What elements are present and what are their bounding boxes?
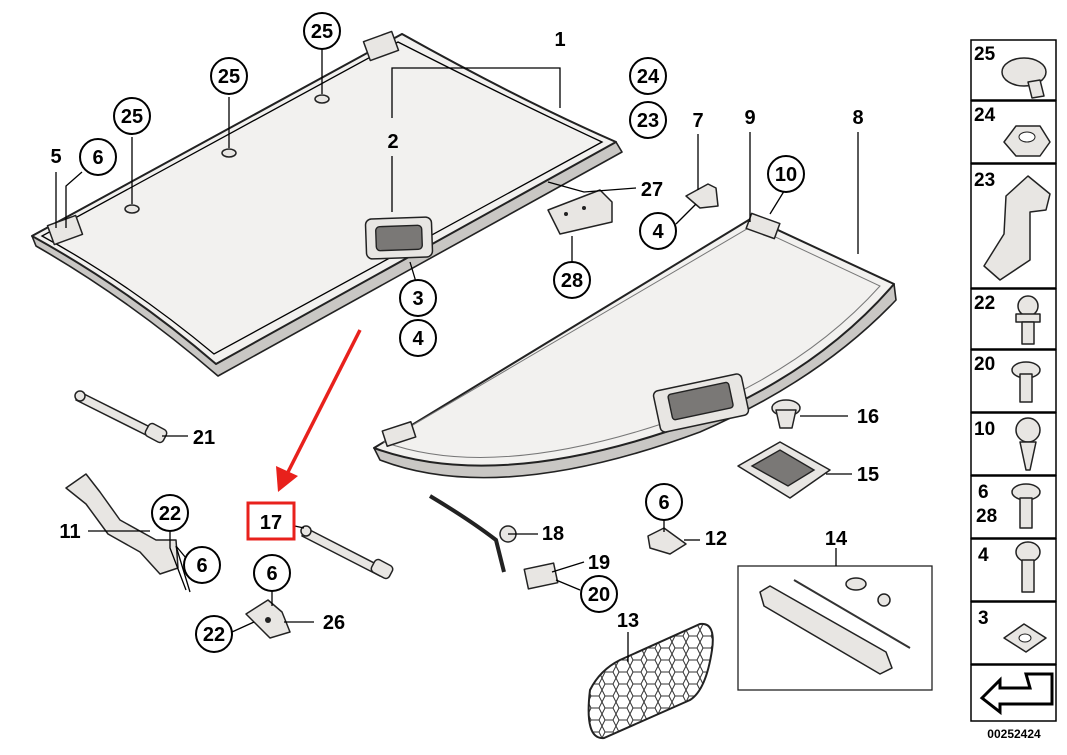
legend-cell-arrow <box>970 664 1057 722</box>
label-9: 9 <box>744 107 755 129</box>
net-13 <box>587 622 714 740</box>
label-27: 27 <box>641 179 663 201</box>
label-1: 1 <box>554 29 565 51</box>
svg-text:10: 10 <box>974 419 995 440</box>
callout-25-top: 25 <box>303 12 341 50</box>
callout-28: 28 <box>553 261 591 299</box>
svg-text:22: 22 <box>203 624 225 646</box>
fastener-legend: 25 24 23 22 20 <box>970 39 1057 741</box>
label-16: 16 <box>857 406 879 428</box>
callout-25-middle: 25 <box>210 57 248 95</box>
highlight-17[interactable]: 17 <box>246 501 296 541</box>
svg-text:6: 6 <box>92 147 103 169</box>
plain-labels: 1 2 5 7 9 8 27 21 11 26 18 19 12 13 14 1… <box>50 29 879 634</box>
legend-cell-20: 20 <box>970 349 1057 413</box>
callout-4-panel: 4 <box>399 319 437 357</box>
legend-cell-10: 10 <box>970 412 1057 476</box>
highlight-arrow <box>276 329 362 492</box>
label-5: 5 <box>50 146 61 168</box>
svg-text:4: 4 <box>978 545 989 566</box>
label-21: 21 <box>193 427 215 449</box>
doc-number: 00252424 <box>987 727 1041 741</box>
grommet-16 <box>771 399 801 429</box>
legend-cell-6-28: 6 28 <box>970 475 1057 539</box>
svg-text:24: 24 <box>974 105 996 126</box>
cable-18 <box>428 494 517 573</box>
label-8: 8 <box>852 107 863 129</box>
callout-6-hinge: 6 <box>183 546 221 584</box>
svg-text:23: 23 <box>637 110 659 132</box>
callout-6-clip: 6 <box>645 483 683 521</box>
callout-6-bracket: 6 <box>253 554 291 592</box>
svg-text:6: 6 <box>658 492 669 514</box>
handle-15 <box>737 441 831 499</box>
bracket-27 <box>547 189 613 235</box>
bracket-26 <box>245 599 291 639</box>
upper-shelf-panel <box>31 30 623 377</box>
callout-23: 23 <box>629 101 667 139</box>
callout-25-left: 25 <box>113 97 151 135</box>
hinge-11 <box>65 473 179 575</box>
lower-shelf-panel <box>373 212 897 479</box>
svg-text:25: 25 <box>311 21 333 43</box>
svg-text:4: 4 <box>652 221 664 243</box>
clip-12 <box>647 527 687 555</box>
label-19: 19 <box>588 552 610 574</box>
label-11: 11 <box>59 521 80 543</box>
svg-text:25: 25 <box>121 106 143 128</box>
legend-cell-24: 24 <box>970 100 1057 164</box>
svg-text:24: 24 <box>637 66 660 88</box>
svg-text:6: 6 <box>196 555 207 577</box>
svg-text:3: 3 <box>978 608 989 629</box>
label-12: 12 <box>705 528 727 550</box>
legend-cell-25: 25 <box>970 39 1057 101</box>
svg-text:28: 28 <box>561 270 583 292</box>
svg-text:20: 20 <box>974 354 995 375</box>
label-17: 17 <box>260 512 282 534</box>
callout-22-hinge: 22 <box>151 494 189 532</box>
kit-14 <box>737 565 933 691</box>
callout-20: 20 <box>580 575 618 613</box>
svg-text:22: 22 <box>974 293 995 314</box>
callout-22-bracket: 22 <box>195 615 233 653</box>
label-26: 26 <box>323 612 345 634</box>
legend-cell-4: 4 <box>970 538 1057 602</box>
legend-cell-22: 22 <box>970 288 1057 350</box>
svg-text:25: 25 <box>218 66 240 88</box>
label-13: 13 <box>617 610 639 632</box>
svg-text:10: 10 <box>775 164 797 186</box>
gas-strut-17 <box>300 525 394 580</box>
label-2: 2 <box>387 131 398 153</box>
clip-7 <box>685 183 719 209</box>
svg-text:4: 4 <box>412 328 424 350</box>
callout-10: 10 <box>767 155 805 193</box>
callout-6-upper: 6 <box>79 138 117 176</box>
callout-24: 24 <box>629 57 667 95</box>
label-15: 15 <box>857 464 879 486</box>
svg-text:6: 6 <box>266 563 277 585</box>
clip-19 <box>523 562 559 590</box>
gas-strut-21 <box>74 390 168 444</box>
callout-3: 3 <box>399 279 437 317</box>
leader-lines <box>55 48 859 662</box>
svg-text:6: 6 <box>978 482 989 503</box>
svg-text:25: 25 <box>974 44 996 65</box>
circled-labels: 25 25 25 24 23 6 10 4 28 3 4 22 6 6 22 6… <box>79 12 805 653</box>
legend-cell-3: 3 <box>970 601 1057 665</box>
svg-text:28: 28 <box>976 506 997 527</box>
label-18: 18 <box>542 523 564 545</box>
legend-cell-23: 23 <box>970 163 1057 289</box>
callout-4-clip: 4 <box>639 212 677 250</box>
svg-text:20: 20 <box>588 584 610 606</box>
svg-text:3: 3 <box>412 288 423 310</box>
svg-text:23: 23 <box>974 170 995 191</box>
svg-text:22: 22 <box>159 503 181 525</box>
label-14: 14 <box>825 528 848 550</box>
label-7: 7 <box>692 110 703 132</box>
